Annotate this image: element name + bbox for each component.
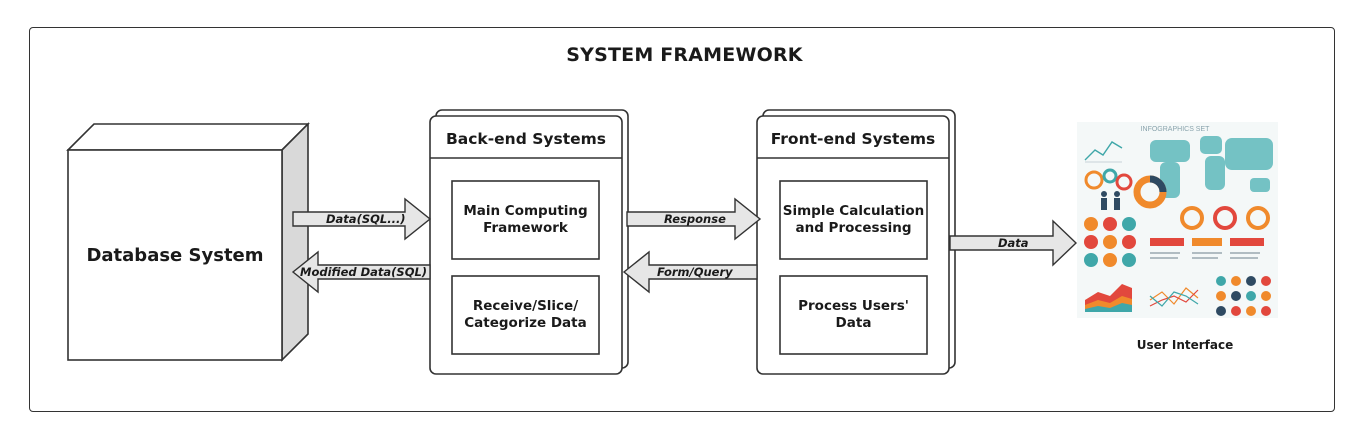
arrow-form-query — [622, 250, 758, 294]
receive-slice-categorize-label: Receive/Slice/ Categorize Data — [464, 298, 587, 331]
simple-calculation-label: Simple Calculation and Processing — [782, 203, 925, 236]
process-users-data-label: Process Users' Data — [798, 298, 909, 331]
database-box — [66, 122, 310, 362]
user-interface-infographic: INFOGRAPHICS SET — [1077, 122, 1278, 318]
backend-title: Back-end Systems — [445, 130, 607, 148]
diagram-title: SYSTEM FRAMEWORK — [566, 44, 803, 66]
arrow-label-response: Response — [664, 212, 726, 226]
user-interface-label: User Interface — [1136, 338, 1234, 352]
arrow-modified-data — [291, 250, 431, 294]
frontend-title: Front-end Systems — [770, 130, 936, 148]
arrow-label-data-sql: Data(SQL...) — [326, 212, 406, 226]
arrow-label-form-query: Form/Query — [657, 265, 733, 279]
arrow-data-sql — [292, 197, 432, 241]
backend-container — [429, 109, 629, 375]
arrow-data — [949, 219, 1078, 267]
infographic-title: INFOGRAPHICS SET — [1141, 126, 1211, 133]
arrow-label-data: Data — [998, 236, 1029, 250]
arrow-label-modified-data: Modified Data(SQL) — [300, 265, 428, 279]
main-computing-framework-label: Main Computing Framework — [463, 203, 588, 236]
database-system-label: Database System — [86, 244, 264, 266]
diagram-frame — [29, 27, 1335, 412]
arrow-response — [626, 197, 762, 241]
frontend-container — [756, 109, 956, 375]
